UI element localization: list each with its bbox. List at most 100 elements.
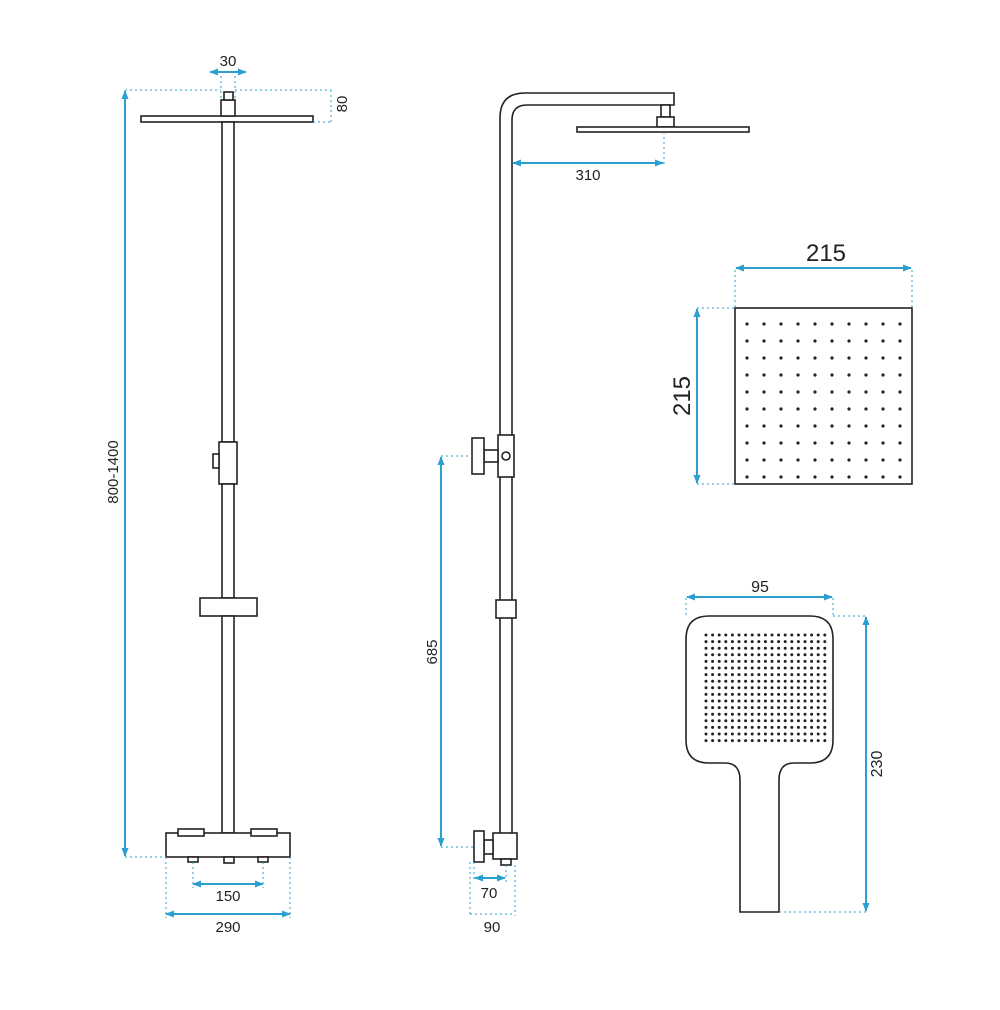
side-mixer-handle [473, 830, 485, 863]
hand-nozzle-dot [704, 633, 708, 637]
hand-nozzle-dot [737, 692, 741, 696]
hand-nozzle-dot [783, 686, 787, 690]
hand-nozzle-dot [796, 699, 800, 703]
hand-nozzle-dot [763, 653, 767, 657]
hand-nozzle-dot [737, 725, 741, 729]
hand-nozzle-dot [803, 706, 807, 710]
hand-nozzle-dot [796, 712, 800, 716]
hand-nozzle-dot [704, 659, 708, 663]
hand-nozzle-dot [730, 640, 734, 644]
hand-nozzle-dot [717, 666, 721, 670]
hand-nozzle-dot [823, 699, 827, 703]
side-view: 310 685 70 90 [424, 92, 750, 936]
hand-nozzle-dot [704, 653, 708, 657]
hand-nozzle-dot [737, 719, 741, 723]
overhead-nozzle-dot [745, 390, 749, 394]
hand-nozzle-dot [823, 653, 827, 657]
overhead-nozzle-dot [813, 339, 817, 343]
hand-nozzle-dot [724, 633, 728, 637]
hand-nozzle-dot [783, 659, 787, 663]
overhead-nozzle-dot [796, 339, 800, 343]
overhead-nozzle-dot [779, 424, 783, 428]
front-head-connector [220, 99, 236, 117]
hand-nozzle-dot [744, 739, 748, 743]
hand-nozzle-dot [816, 679, 820, 683]
overhead-nozzle-dot [813, 475, 817, 479]
hand-nozzle-dot [730, 679, 734, 683]
hand-nozzle-dot [796, 719, 800, 723]
hand-nozzle-dot [717, 732, 721, 736]
overhead-nozzle-dot [898, 356, 902, 360]
front-diverter-knob [212, 453, 220, 469]
hand-nozzle-dot [810, 679, 814, 683]
hand-nozzle-dot [730, 699, 734, 703]
overhead-nozzle-dot [847, 441, 851, 445]
overhead-shower-plate [734, 307, 913, 485]
overhead-nozzle-dot [847, 458, 851, 462]
overhead-nozzle-dot [796, 475, 800, 479]
hand-nozzle-dot [763, 679, 767, 683]
hand-nozzle-dot [750, 673, 754, 677]
hand-nozzle-dot [717, 692, 721, 696]
dim-offset-outer-label: 90 [484, 919, 501, 936]
hand-nozzle-dot [796, 646, 800, 650]
side-diverter-arm [483, 449, 499, 463]
hand-nozzle-dot [763, 659, 767, 663]
overhead-nozzle-dot [881, 458, 885, 462]
hand-nozzle-dot [757, 633, 761, 637]
front-head-nut [223, 91, 234, 101]
hand-nozzle-dot [763, 692, 767, 696]
hand-nozzle-dot [777, 640, 781, 644]
hand-nozzle-dot [777, 633, 781, 637]
hand-nozzle-dot [783, 706, 787, 710]
overhead-nozzle-dot [762, 390, 766, 394]
overhead-nozzle-dot [796, 424, 800, 428]
hand-nozzle-dot [704, 686, 708, 690]
overhead-nozzle-dot [847, 373, 851, 377]
hand-nozzle-dot [763, 640, 767, 644]
hand-nozzle-dot [790, 673, 794, 677]
hand-nozzle-dot [823, 719, 827, 723]
front-outlet [223, 856, 235, 864]
overhead-nozzle-dot [813, 356, 817, 360]
overhead-nozzle-dot [830, 458, 834, 462]
hand-nozzle-dot [717, 739, 721, 743]
overhead-nozzle-dot [864, 390, 868, 394]
hand-nozzle-dot [796, 739, 800, 743]
hand-nozzle-dot [763, 725, 767, 729]
overhead-nozzle-dot [745, 356, 749, 360]
overhead-nozzle-dot [864, 424, 868, 428]
hand-nozzle-dot [757, 719, 761, 723]
hand-nozzle-dot [750, 712, 754, 716]
hand-nozzle-dot [763, 646, 767, 650]
hand-nozzle-dot [770, 725, 774, 729]
hand-nozzle-dot [763, 633, 767, 637]
hand-nozzle-dot [724, 673, 728, 677]
hand-nozzle-dot [711, 640, 715, 644]
dim-mixer-width-label: 290 [215, 919, 240, 936]
overhead-nozzle-dot [864, 407, 868, 411]
overhead-nozzle-dot [745, 407, 749, 411]
hand-nozzle-dot [704, 725, 708, 729]
hand-nozzle-dot [770, 659, 774, 663]
hand-nozzle-dot [717, 653, 721, 657]
hand-nozzle-dot [717, 659, 721, 663]
hand-nozzle-dot [763, 732, 767, 736]
hand-nozzle-dot [730, 659, 734, 663]
hand-nozzle-dot [704, 712, 708, 716]
hand-nozzle-dot [803, 699, 807, 703]
hand-nozzle-dot [704, 732, 708, 736]
hand-nozzle-dot [783, 653, 787, 657]
hand-nozzle-dot [711, 725, 715, 729]
hand-nozzle-dot [750, 653, 754, 657]
hand-nozzle-dot [790, 706, 794, 710]
hand-nozzle-dot [816, 673, 820, 677]
hand-nozzle-dot [810, 725, 814, 729]
hand-nozzle-dot [796, 673, 800, 677]
hand-nozzle-dot [717, 706, 721, 710]
hand-nozzle-dot [823, 679, 827, 683]
hand-nozzle-dot [744, 646, 748, 650]
hand-nozzle-dot [816, 633, 820, 637]
hand-nozzle-dot [777, 653, 781, 657]
hand-nozzle-dot [711, 712, 715, 716]
